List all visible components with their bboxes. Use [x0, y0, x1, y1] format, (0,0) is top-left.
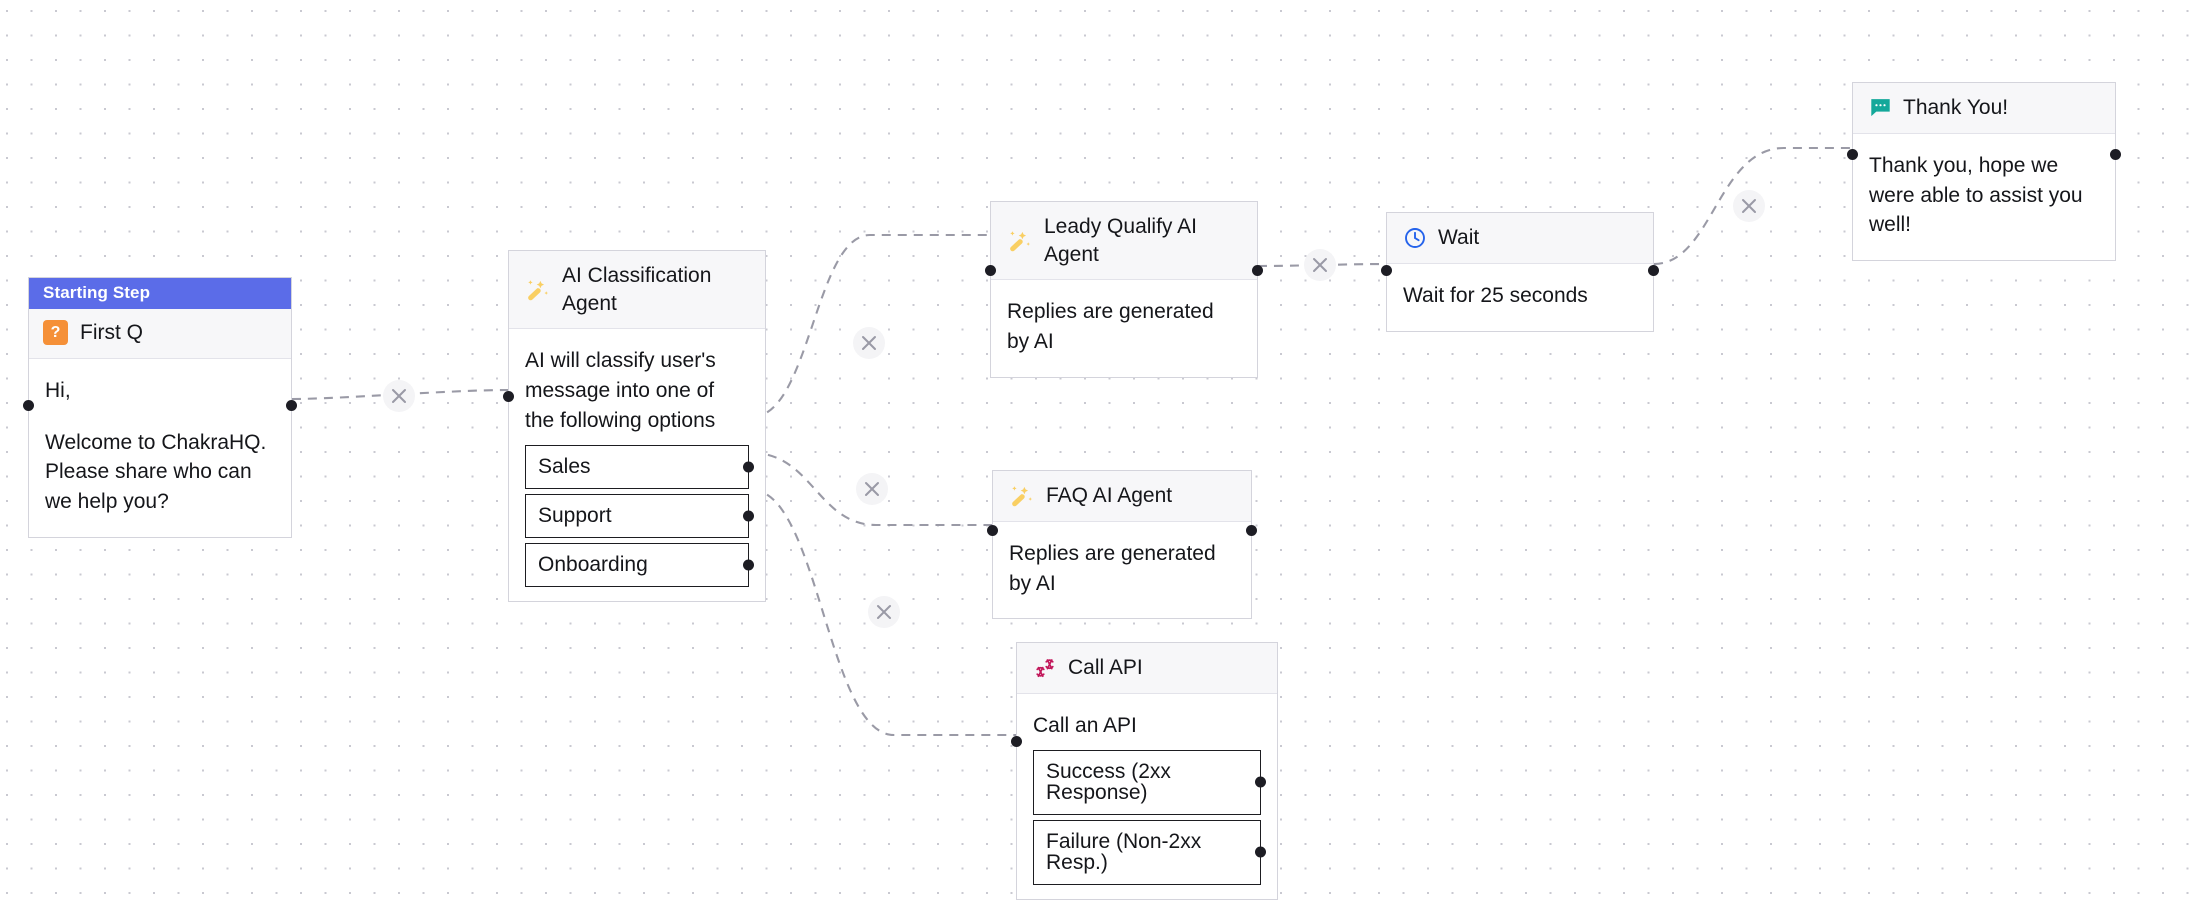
handle-source[interactable]	[1252, 265, 1263, 276]
node-faq-ai-agent[interactable]: FAQ AI Agent Replies are generated by AI	[987, 470, 1257, 620]
node-ai-classification-agent[interactable]: AI Classification Agent AI will classify…	[503, 250, 766, 602]
node-header: Thank You!	[1853, 83, 2115, 134]
node-title: Leady Qualify AI Agent	[1044, 215, 1197, 266]
magic-wand-icon	[1012, 486, 1032, 507]
edge-leady-qualify-to-wait[interactable]	[1257, 249, 1387, 281]
node-body: Replies are generated by AI	[993, 522, 1251, 619]
handle-target[interactable]	[23, 400, 34, 411]
option-sales[interactable]: Sales	[525, 444, 754, 489]
call-api-description: Call an API	[1033, 713, 1137, 737]
start-body-line-2: Welcome to ChakraHQ. Please share who ca…	[45, 430, 273, 514]
classification-description: AI will classify user's message into one…	[525, 349, 722, 433]
node-title: AI Classification Agent	[562, 264, 712, 315]
handle-source[interactable]	[2110, 149, 2121, 160]
faq-description: Replies are generated by AI	[1009, 541, 1222, 595]
handle-source[interactable]	[1648, 265, 1659, 276]
node-header: Leady Qualify AI Agent	[991, 202, 1257, 281]
api-link-icon	[1036, 659, 1054, 677]
node-body: Thank you, hope we were able to assist y…	[1853, 134, 2115, 260]
node-title: Wait	[1438, 226, 1480, 249]
edge-start-to-classification[interactable]	[291, 380, 509, 412]
question-badge-icon: ?	[43, 320, 68, 346]
handle-target[interactable]	[985, 265, 996, 276]
option-success[interactable]: Success (2xx Response)	[1033, 749, 1266, 815]
node-body: AI will classify user's message into one…	[509, 329, 765, 600]
leady-qualify-description: Replies are generated by AI	[1007, 300, 1220, 354]
option-onboarding[interactable]: Onboarding	[525, 542, 754, 587]
node-body: Hi, Welcome to ChakraHQ. Please share wh…	[29, 359, 291, 537]
handle-source-success[interactable]	[1255, 776, 1266, 788]
handle-target[interactable]	[1011, 736, 1022, 747]
start-body-line-1: Hi,	[45, 378, 71, 402]
node-body: Replies are generated by AI	[991, 280, 1257, 377]
node-header: Call API	[1017, 643, 1277, 694]
edge-delete-icon[interactable]	[1313, 258, 1327, 272]
edge-delete-icon[interactable]	[862, 336, 876, 350]
option-label: Onboarding	[538, 552, 648, 576]
starting-step-title-row: ? First Q	[29, 309, 291, 359]
option-label: Success (2xx Response)	[1046, 759, 1171, 804]
edge-delete-icon[interactable]	[877, 605, 891, 619]
node-body: Call an API Success (2xx Response) Failu…	[1017, 694, 1277, 899]
magic-wand-icon	[1010, 230, 1030, 251]
option-label: Sales	[538, 454, 591, 478]
magic-wand-icon	[528, 279, 548, 300]
edge-support-to-faq[interactable]	[751, 451, 992, 527]
clock-icon	[1405, 227, 1425, 248]
edge-delete-icon[interactable]	[392, 389, 406, 403]
chat-bubble-icon	[1871, 99, 1890, 117]
handle-target[interactable]	[987, 525, 998, 536]
node-thank-you[interactable]: Thank You! Thank you, hope we were able …	[1847, 82, 2121, 262]
node-title: First Q	[80, 321, 143, 344]
node-body: Wait for 25 seconds	[1387, 264, 1653, 331]
edge-sales-to-leady-qualify[interactable]	[751, 233, 990, 419]
node-header: Wait	[1387, 213, 1653, 264]
handle-source[interactable]	[286, 400, 297, 411]
node-leady-qualify-ai-agent[interactable]: Leady Qualify AI Agent Replies are gener…	[985, 201, 1263, 379]
classification-option-list: Sales Support Onboarding	[525, 444, 754, 587]
node-wait[interactable]: Wait Wait for 25 seconds	[1381, 212, 1659, 332]
node-starting-step[interactable]: Starting Step ? First Q Hi, Welcome to C…	[23, 277, 297, 538]
handle-source[interactable]	[1246, 525, 1257, 536]
handle-target[interactable]	[503, 391, 514, 402]
edge-delete-icon[interactable]	[865, 482, 879, 496]
option-failure[interactable]: Failure (Non-2xx Resp.)	[1033, 819, 1266, 885]
handle-source-sales[interactable]	[743, 461, 754, 473]
edge-wait-to-thank-you[interactable]	[1653, 146, 1852, 266]
option-label: Support	[538, 503, 612, 527]
thank-you-description: Thank you, hope we were able to assist y…	[1869, 153, 2089, 237]
option-label: Failure (Non-2xx Resp.)	[1046, 829, 1202, 874]
node-title: Thank You!	[1903, 96, 2009, 119]
handle-source-failure[interactable]	[1255, 846, 1266, 858]
edge-onboarding-to-call-api[interactable]	[751, 488, 1016, 737]
handle-target[interactable]	[1847, 149, 1858, 160]
call-api-option-list: Success (2xx Response) Failure (Non-2xx …	[1033, 749, 1266, 885]
handle-source-onboarding[interactable]	[743, 559, 754, 571]
node-title: FAQ AI Agent	[1046, 484, 1173, 507]
node-call-api[interactable]: Call API Call an API Success (2xx Respon…	[1011, 642, 1278, 900]
starting-step-band: Starting Step	[29, 278, 291, 309]
node-title: Call API	[1068, 656, 1143, 679]
option-support[interactable]: Support	[525, 493, 754, 538]
handle-target[interactable]	[1381, 265, 1392, 276]
edge-delete-icon[interactable]	[1742, 199, 1756, 213]
spacer	[45, 406, 275, 428]
handle-source-support[interactable]	[743, 510, 754, 522]
wait-description: Wait for 25 seconds	[1403, 283, 1588, 307]
node-header: FAQ AI Agent	[993, 471, 1251, 522]
node-header: AI Classification Agent	[509, 251, 765, 330]
